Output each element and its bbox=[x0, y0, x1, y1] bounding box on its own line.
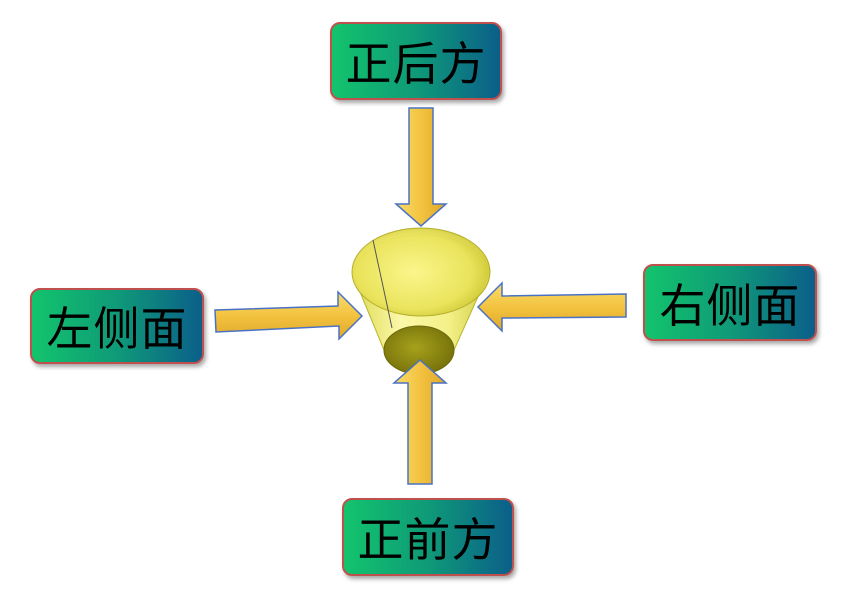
label-front: 正前方 bbox=[357, 513, 499, 567]
label-back: 正后方 bbox=[345, 37, 487, 91]
frustum-top-face bbox=[351, 227, 491, 317]
label-front-box: 正前方 bbox=[342, 498, 514, 576]
label-left: 左侧面 bbox=[46, 302, 188, 356]
arrow-front bbox=[392, 358, 448, 485]
frustum-object bbox=[351, 227, 491, 375]
label-right-box: 右侧面 bbox=[643, 264, 817, 341]
arrow-left bbox=[214, 290, 364, 341]
label-left-box: 左侧面 bbox=[30, 288, 204, 364]
label-back-box: 正后方 bbox=[330, 22, 502, 100]
arrow-right bbox=[476, 281, 627, 333]
frustum-seam-line bbox=[372, 239, 393, 329]
arrow-back bbox=[394, 107, 448, 227]
label-right: 右侧面 bbox=[659, 278, 801, 333]
